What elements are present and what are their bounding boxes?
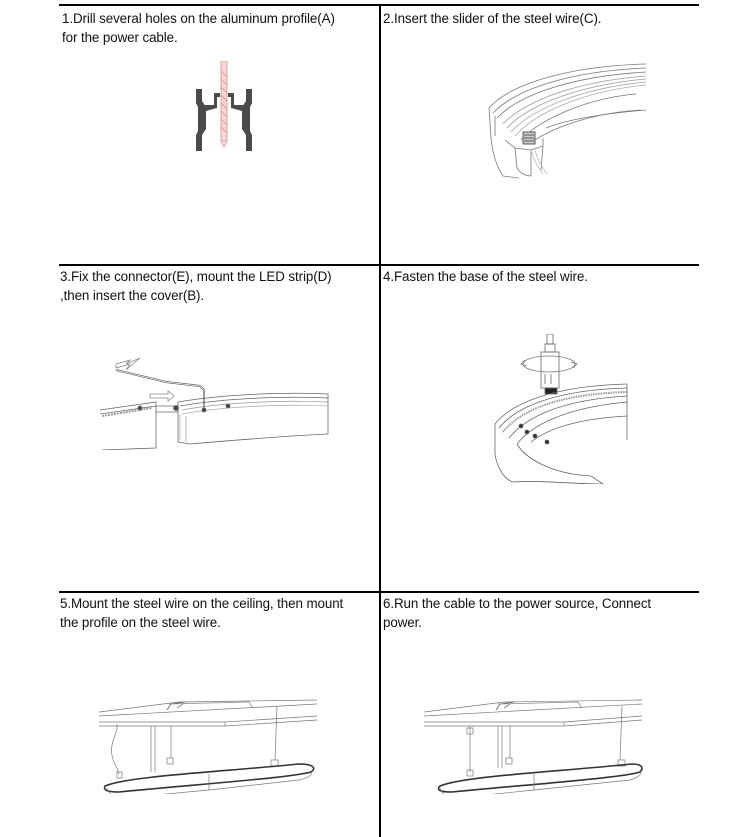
step-6-text: 6.Run the cable to the power source, Con… [383, 594, 651, 632]
grid-column-divider [379, 4, 381, 837]
aluminum-profile-drill-illustration [192, 61, 256, 155]
step-3-line-2: ,then insert the cover(B). [60, 288, 205, 303]
step-1-text: 1.Drill several holes on the aluminum pr… [62, 9, 335, 47]
step-3-line-1: 3.Fix the connector(E), mount the LED st… [60, 269, 332, 284]
step-4-text: 4.Fasten the base of the steel wire. [383, 267, 588, 286]
step-1-line-1: 1.Drill several holes on the aluminum pr… [62, 11, 335, 26]
steel-wire-base-rotate-illustration [491, 334, 631, 484]
step-2-cell: 2.Insert the slider of the steel wire(C)… [381, 6, 698, 264]
step-5-cell: 5.Mount the steel wire on the ceiling, t… [59, 593, 379, 837]
step-5-line-1: 5.Mount the steel wire on the ceiling, t… [60, 596, 344, 611]
curved-profile-slider-illustration [481, 58, 651, 183]
step-2-text: 2.Insert the slider of the steel wire(C)… [383, 9, 602, 28]
step-1-line-2: for the power cable. [62, 30, 178, 45]
ceiling-suspended-ring-powered-illustration [424, 694, 644, 794]
step-1-cell: 1.Drill several holes on the aluminum pr… [59, 6, 379, 264]
step-2-line-1: 2.Insert the slider of the steel wire(C)… [383, 11, 602, 26]
step-5-text: 5.Mount the steel wire on the ceiling, t… [60, 594, 343, 632]
step-6-cell: 6.Run the cable to the power source, Con… [381, 593, 698, 837]
step-3-text: 3.Fix the connector(E), mount the LED st… [60, 267, 332, 305]
step-6-line-2: power. [383, 615, 422, 630]
step-6-line-1: 6.Run the cable to the power source, Con… [383, 596, 652, 611]
step-4-line-1: 4.Fasten the base of the steel wire. [383, 269, 588, 284]
connector-hex-key-illustration [96, 350, 336, 450]
ceiling-suspended-ring-illustration [99, 694, 319, 794]
step-5-line-2: the profile on the steel wire. [60, 615, 221, 630]
step-4-cell: 4.Fasten the base of the steel wire. [381, 266, 698, 591]
step-3-cell: 3.Fix the connector(E), mount the LED st… [59, 266, 379, 591]
